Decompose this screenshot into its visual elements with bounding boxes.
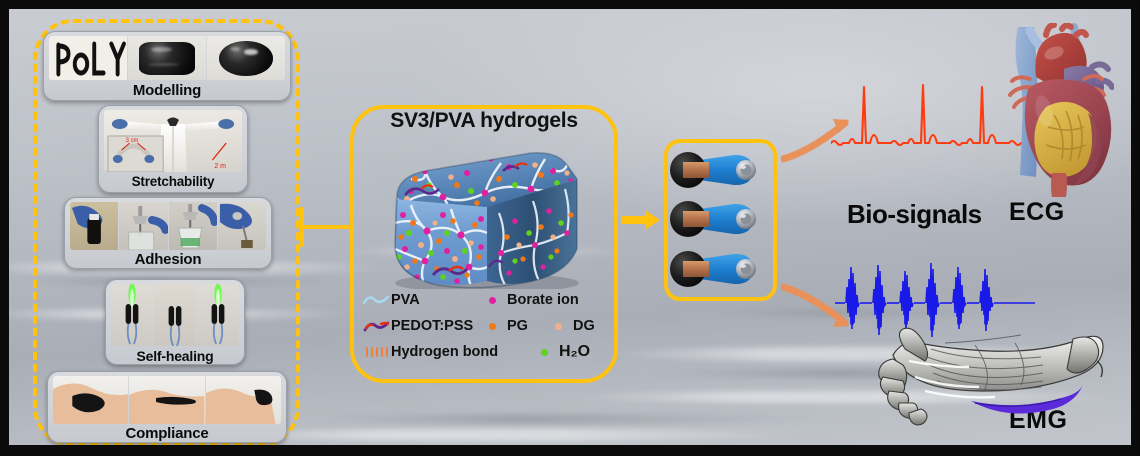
property-label-self-healing: Self-healing: [136, 348, 214, 364]
hydrogel-cube-illustration: [381, 149, 593, 289]
figure-canvas: Modelling: [9, 9, 1131, 445]
photo-compliance-2: [129, 376, 205, 424]
legend-row-1: PVA Borate ion: [361, 287, 613, 313]
legend-label-pedot-pss: PEDOT:PSS: [391, 318, 474, 334]
photo-compliance-1: [53, 376, 129, 424]
bg-streak: [709, 309, 1009, 317]
ecg-waveform: [829, 71, 1033, 161]
signal-arrow-to-emg: [779, 281, 851, 334]
legend-row-2: PEDOT:PSS PG DG: [361, 313, 613, 339]
ecg-label: ECG: [1009, 198, 1065, 226]
connector-line-vertical: [300, 207, 304, 247]
photo-adhesion-3: [168, 202, 217, 250]
photo-molded-cube: [128, 36, 206, 80]
photo-stretch-suit: 2 m 3 cm: [104, 110, 242, 172]
hydrogel-legend: PVA Borate ion PEDOT:PSS: [361, 287, 613, 365]
property-card-stretchability[interactable]: 2 m 3 cm Stretchability: [98, 105, 248, 193]
photo-adhesion-4: [217, 202, 266, 250]
legend-label-borate-ion: Borate ion: [507, 292, 579, 308]
borate-ion-icon: [477, 296, 507, 304]
property-label-modelling: Modelling: [132, 82, 202, 99]
pedot-pss-chain-icon: [361, 320, 391, 332]
photo-compliance-3: [205, 376, 281, 424]
legend-label-pva: PVA: [391, 292, 420, 308]
center-hydrogel-panel: [350, 105, 618, 383]
dg-dot-icon: [543, 322, 573, 330]
photo-healing-2: [154, 284, 196, 346]
legend-label-dg: DG: [573, 318, 595, 334]
pg-dot-icon: [477, 322, 507, 330]
bg-streak: [189, 429, 809, 441]
photo-adhesion-1: [70, 202, 119, 250]
property-label-compliance: Compliance: [125, 425, 209, 442]
photo-adhesion-2: [119, 202, 168, 250]
bio-signals-label: Bio-signals: [847, 199, 982, 229]
water-dot-icon: [529, 348, 559, 356]
properties-dashed-container: [33, 19, 300, 445]
electrode-patch[interactable]: [670, 249, 771, 289]
center-panel-title: SV3/PVA hydrogels: [390, 109, 578, 132]
electrode-array-container: [664, 139, 777, 301]
hydrogen-bond-icon: [361, 346, 391, 358]
photo-healing-1: [111, 284, 153, 346]
legend-label-water: H₂O: [559, 343, 591, 360]
human-heart-illustration: [984, 22, 1115, 198]
property-label-adhesion: Adhesion: [134, 251, 202, 268]
legend-label-hydrogen-bond: Hydrogen bond: [391, 344, 499, 360]
svg-text:3 cm: 3 cm: [126, 138, 139, 144]
bg-streak: [309, 414, 829, 424]
svg-text:2 m: 2 m: [214, 163, 226, 170]
pva-chain-icon: [361, 294, 391, 306]
photo-molded-sphere: [207, 36, 285, 80]
legend-row-3: Hydrogen bond H₂O: [361, 339, 613, 365]
electrode-patch[interactable]: [670, 199, 771, 239]
forearm-muscle-illustration: [875, 325, 1105, 435]
property-card-self-healing[interactable]: Self-healing: [105, 279, 245, 365]
signal-arrow-to-ecg: [779, 117, 851, 170]
property-card-compliance[interactable]: Compliance: [47, 371, 287, 443]
electrode-patch[interactable]: [670, 150, 771, 190]
emg-waveform: [835, 257, 1035, 349]
property-card-adhesion[interactable]: Adhesion: [64, 197, 272, 269]
photo-healing-3: [197, 284, 239, 346]
legend-label-pg: PG: [507, 318, 528, 334]
bg-streak: [569, 391, 1129, 403]
property-card-modelling[interactable]: Modelling: [43, 31, 291, 101]
process-arrow-right: [621, 209, 661, 236]
property-label-stretchability: Stretchability: [131, 174, 215, 189]
connector-line-horizontal: [300, 225, 352, 229]
photo-poly-handwriting: [49, 36, 127, 80]
